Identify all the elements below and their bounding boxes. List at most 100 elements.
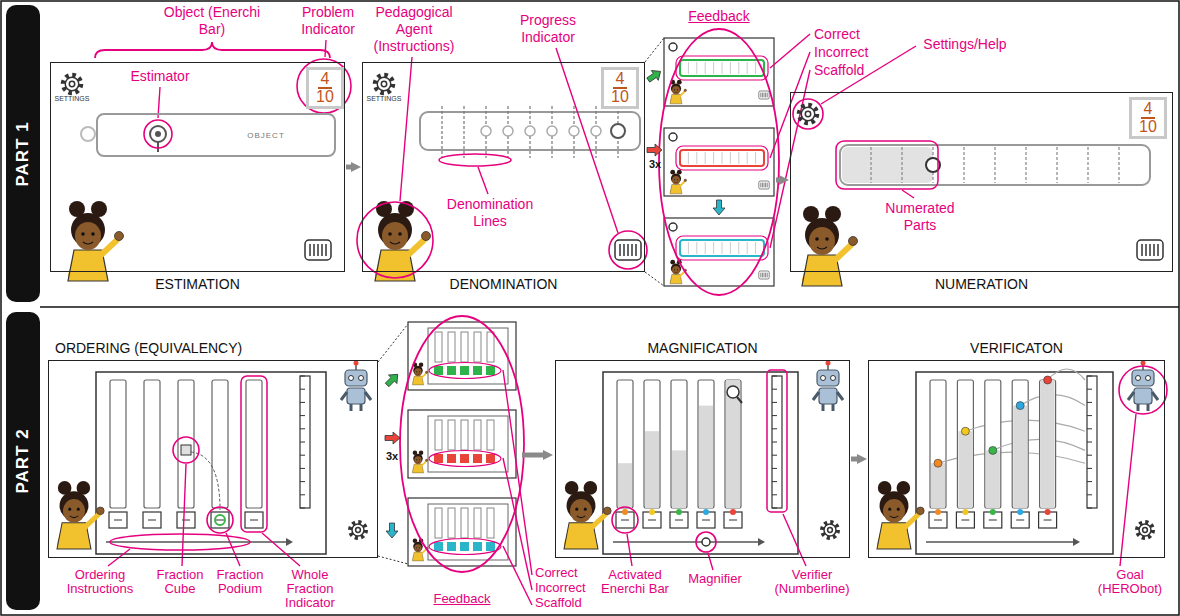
- mini-divider: [738, 62, 739, 74]
- agent-smile: [675, 272, 678, 274]
- podium-dot: [622, 509, 628, 515]
- numberline-tick: [300, 389, 305, 390]
- callout-label: Progress Indicator: [510, 12, 586, 46]
- gear-body: [377, 77, 391, 91]
- leader-line: [708, 553, 713, 570]
- mini-podium: [460, 454, 469, 463]
- mini-divider: [730, 62, 731, 74]
- mini-bar: [680, 60, 764, 76]
- part-line: [901, 147, 902, 183]
- highlight-circle: [1119, 366, 1167, 414]
- mini-bar: [680, 150, 764, 166]
- progress-bar: [325, 244, 327, 256]
- stage-caption: ESTIMATION: [51, 276, 344, 292]
- highlight-box: [676, 56, 768, 80]
- agent-smile: [577, 516, 586, 518]
- mini-podium: [473, 454, 482, 463]
- feedback-screen: [408, 322, 516, 390]
- callout-label: Scaffold: [814, 62, 884, 79]
- tube-fill: [1013, 406, 1027, 508]
- settings-gear: [375, 75, 393, 93]
- numberline-tick: [1087, 389, 1092, 390]
- flow-arrow: [522, 453, 543, 458]
- agent-eye: [674, 179, 675, 180]
- part-line: [870, 147, 871, 183]
- callout-label: Object (Enerchi Bar): [157, 4, 267, 38]
- robot-eye: [359, 376, 364, 381]
- agent-face: [883, 499, 905, 523]
- leader-line: [325, 40, 326, 57]
- callout-label: Estimator: [120, 68, 200, 85]
- robot-arm: [813, 392, 819, 400]
- mini-tube: [448, 508, 455, 538]
- stage-caption: ORDERING (EQUIVALENCY): [49, 340, 377, 356]
- settings-gear: [350, 522, 366, 538]
- agent-smile: [675, 182, 678, 184]
- tube-fill: [1041, 380, 1055, 508]
- order-arrowhead: [1073, 538, 1080, 546]
- highlight-box: [767, 370, 787, 512]
- mini-tube: [474, 332, 481, 362]
- settings-gear: [63, 75, 81, 93]
- agent-arm: [680, 182, 685, 187]
- agent-hair: [413, 454, 423, 464]
- agent-eye: [674, 269, 675, 270]
- robot-eye: [349, 376, 354, 381]
- agent-eye: [888, 508, 891, 511]
- agent-face: [570, 499, 592, 523]
- feedback-arrow: [383, 370, 402, 389]
- robot-head: [817, 370, 839, 386]
- highlight-box: [836, 141, 938, 189]
- feedback-screen: [408, 410, 516, 478]
- herobot: [341, 361, 371, 412]
- flow-arrow: [346, 165, 351, 170]
- robot-leg: [350, 404, 353, 411]
- verify-dot: [934, 459, 942, 467]
- fraction-numerator: 4: [1141, 101, 1156, 119]
- numberline-tick: [300, 481, 305, 482]
- pedagogical-agent: [57, 481, 104, 549]
- podium-bar: [934, 520, 942, 521]
- agent-eye: [674, 89, 675, 90]
- progress-bar: [765, 273, 766, 278]
- agent-hair: [671, 173, 681, 183]
- numberline-tick: [772, 455, 777, 456]
- agent-face: [672, 86, 680, 94]
- highlight-circle: [173, 437, 199, 463]
- mini-tube: [435, 508, 442, 538]
- podium-bar: [250, 520, 258, 521]
- fraction-tube: [178, 380, 194, 508]
- order-arrowhead: [758, 538, 765, 546]
- progress-frame: [615, 240, 641, 260]
- numberline-tick: [1087, 455, 1092, 456]
- highlight-ellipse: [429, 363, 501, 379]
- agent-eye: [897, 508, 900, 511]
- verify-dot: [961, 427, 969, 435]
- agent-hand: [425, 371, 428, 374]
- enerchi-bar: OBJECT: [96, 113, 336, 157]
- podium-target: [215, 515, 225, 525]
- highlight-ellipse: [429, 451, 501, 467]
- denomination-marker: [525, 126, 535, 136]
- agent-eye: [77, 508, 80, 511]
- robot-light: [1141, 361, 1146, 366]
- mini-divider: [713, 242, 714, 254]
- robot-eye: [821, 376, 826, 381]
- numberline-tick: [1087, 468, 1092, 469]
- part-line: [1025, 147, 1026, 183]
- agent-arm: [904, 514, 918, 528]
- progress-bar: [760, 93, 761, 98]
- agent-eye: [419, 547, 420, 548]
- fraction-tube: [985, 380, 1001, 508]
- gear-hole: [1143, 528, 1148, 533]
- fraction-numerator: 4: [318, 71, 333, 89]
- mini-podium: [486, 366, 495, 375]
- robot-leg: [1137, 404, 1140, 411]
- callout-label: Problem Indicator: [290, 4, 366, 38]
- progress-bar: [627, 244, 629, 256]
- mini-tube: [461, 508, 468, 538]
- mini-podium: [486, 454, 495, 463]
- podium-bar: [729, 520, 737, 521]
- agent-face: [809, 227, 835, 255]
- callout-label: SETTINGS: [359, 95, 409, 103]
